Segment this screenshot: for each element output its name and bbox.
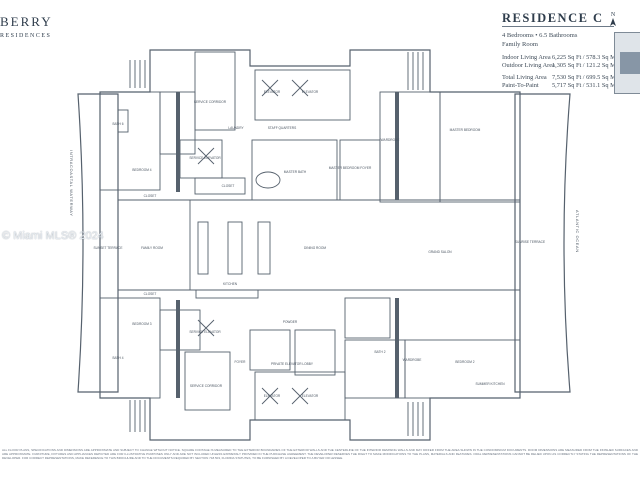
- family-room-info: Family Room: [502, 41, 538, 48]
- area-row-indoor: Indoor Living Area 6,225 Sq Ft / 578.3 S…: [502, 54, 616, 61]
- room-label: BEDROOM 3: [132, 322, 152, 326]
- room-label: CLOSET: [143, 194, 157, 198]
- room-label: SERVICE CORRIDOR: [193, 100, 227, 104]
- room-label: BATH 6: [112, 122, 124, 126]
- room-label: BATH 2: [374, 350, 386, 354]
- room-label: BEDROOM 2: [455, 360, 475, 364]
- room-label: KITCHEN: [223, 282, 237, 286]
- area-label: Paint-To-Paint: [502, 82, 539, 89]
- room-label: MASTER BEDROOM FOYER: [328, 166, 372, 170]
- residence-title: RESIDENCE C: [502, 11, 604, 25]
- room-label: SUMMER KITCHEN: [475, 382, 505, 386]
- room-label: POWDER: [282, 320, 298, 324]
- room-label: WARDROBE: [402, 358, 422, 362]
- area-row-outdoor: Outdoor Living Area 1,305 Sq Ft / 121.2 …: [502, 62, 616, 69]
- room-label: FOYER: [234, 360, 246, 364]
- room-label: ELEVATOR: [263, 394, 281, 398]
- room-label: LAUNDRY: [228, 126, 244, 130]
- room-label: DINING ROOM: [304, 246, 326, 250]
- room-label: SERVICE CORRIDOR: [189, 384, 223, 388]
- area-row-paint: Paint-To-Paint 5,717 Sq Ft / 531.1 Sq M: [502, 82, 616, 89]
- room-label: MASTER BEDROOM: [449, 128, 481, 132]
- room-label: CLOSET: [143, 292, 157, 296]
- room-label: SUNSET TERRACE: [93, 246, 123, 250]
- room-label: SUNRISE TERRACE: [514, 240, 546, 244]
- street-label-right: ATLANTIC OCEAN: [575, 210, 580, 253]
- north-label: N: [610, 12, 616, 18]
- street-label-left: INTRACOASTAL WATERWAY: [69, 150, 74, 217]
- area-label: Total Living Area: [502, 74, 547, 81]
- room-label: SERVICE ELEVATOR: [189, 156, 221, 160]
- brand-subtitle: RESIDENCES: [0, 33, 52, 39]
- area-value: 1,305 Sq Ft / 121.2 Sq M: [552, 62, 616, 69]
- room-label: ELEVATOR: [301, 394, 319, 398]
- unit-outline: [99, 49, 521, 441]
- room-label: BEDROOM 4: [132, 168, 152, 172]
- room-label: MASTER BATH: [283, 170, 307, 174]
- bedrooms-info: 4 Bedrooms • 6.5 Bathrooms: [502, 32, 578, 39]
- area-label: Indoor Living Area: [502, 54, 551, 61]
- right-terrace-outline: [514, 93, 571, 393]
- room-label: CLOSET: [221, 184, 235, 188]
- area-value: 7,530 Sq Ft / 699.5 Sq M: [552, 74, 616, 81]
- room-label: ELEVATOR: [301, 90, 319, 94]
- left-terrace-outline: [77, 93, 119, 393]
- room-label: PRIVATE ELEVATOR LOBBY: [270, 362, 314, 366]
- north-arrow-icon: N: [609, 12, 617, 28]
- area-row-total: Total Living Area 7,530 Sq Ft / 699.5 Sq…: [502, 74, 616, 81]
- room-label: GRAND SALON: [428, 250, 452, 254]
- area-label: Outdoor Living Area: [502, 62, 555, 69]
- room-label: STAFF QUARTERS: [267, 126, 297, 130]
- legal-disclaimer: ALL FLOOR PLANS, SPECIFICATIONS AND DIME…: [2, 448, 638, 461]
- key-plan-highlight: [620, 52, 640, 74]
- title-divider: [502, 26, 614, 27]
- brand-name: BERRY: [0, 14, 53, 29]
- room-label: FAMILY ROOM: [141, 246, 163, 250]
- area-value: 5,717 Sq Ft / 531.1 Sq M: [552, 82, 616, 89]
- room-label: WARDROBE: [380, 138, 400, 142]
- room-label: BATH 4: [112, 356, 124, 360]
- area-value: 6,225 Sq Ft / 578.3 Sq M: [552, 54, 616, 61]
- room-label: ELEVATOR: [263, 90, 281, 94]
- mls-watermark: © Miami MLS® 2024: [2, 230, 104, 242]
- room-label: SERVICE ELEVATOR: [189, 330, 221, 334]
